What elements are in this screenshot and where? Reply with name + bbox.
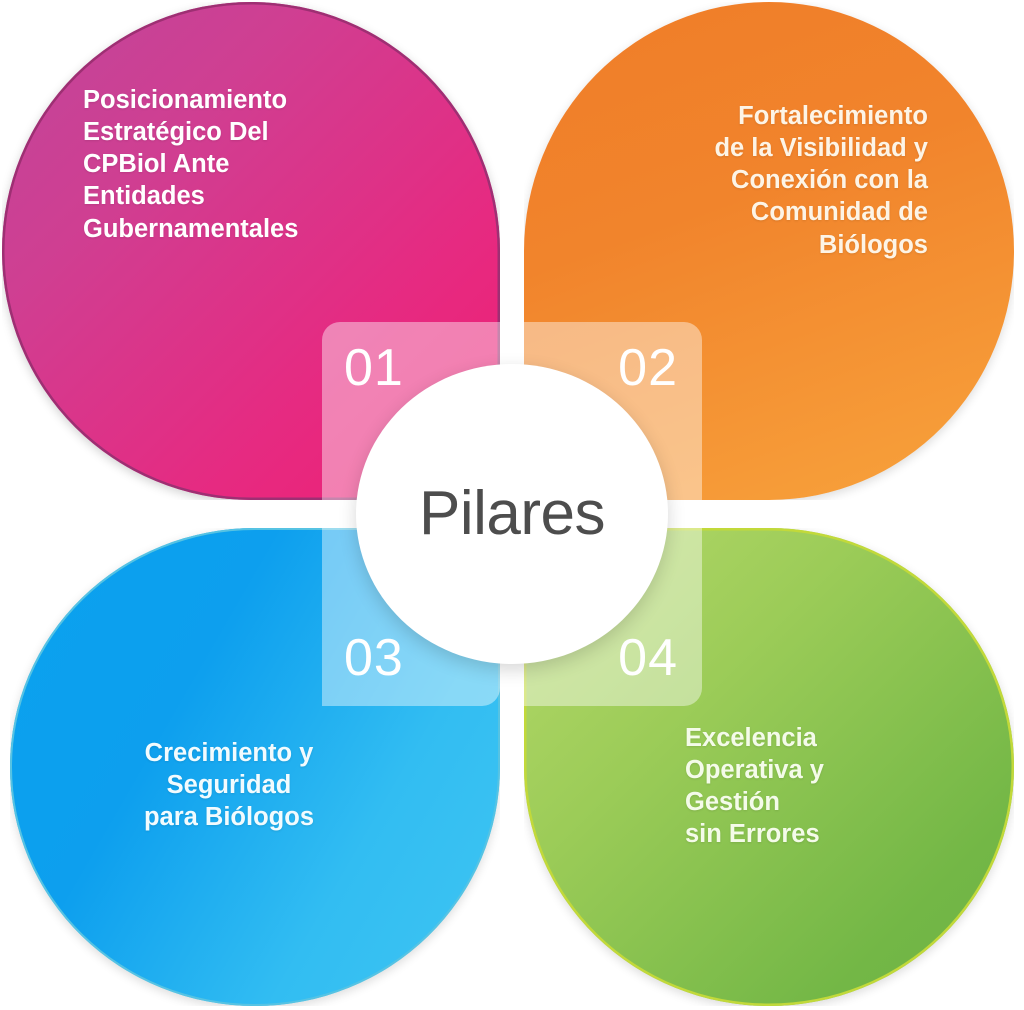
center-title: Pilares (418, 479, 606, 548)
pillar-title-03: Crecimiento y Seguridad para Biólogos (143, 739, 315, 832)
center-hub: Pilares (356, 364, 668, 664)
pillar-title-04: Excelencia Operativa y Gestión sin Error… (685, 724, 824, 849)
pillar-title-01: Posicionamiento Estratégico Del CPBiol A… (83, 86, 299, 243)
pillar-title-02: Fortalecimiento de la Visibilidad y Cone… (714, 102, 928, 259)
